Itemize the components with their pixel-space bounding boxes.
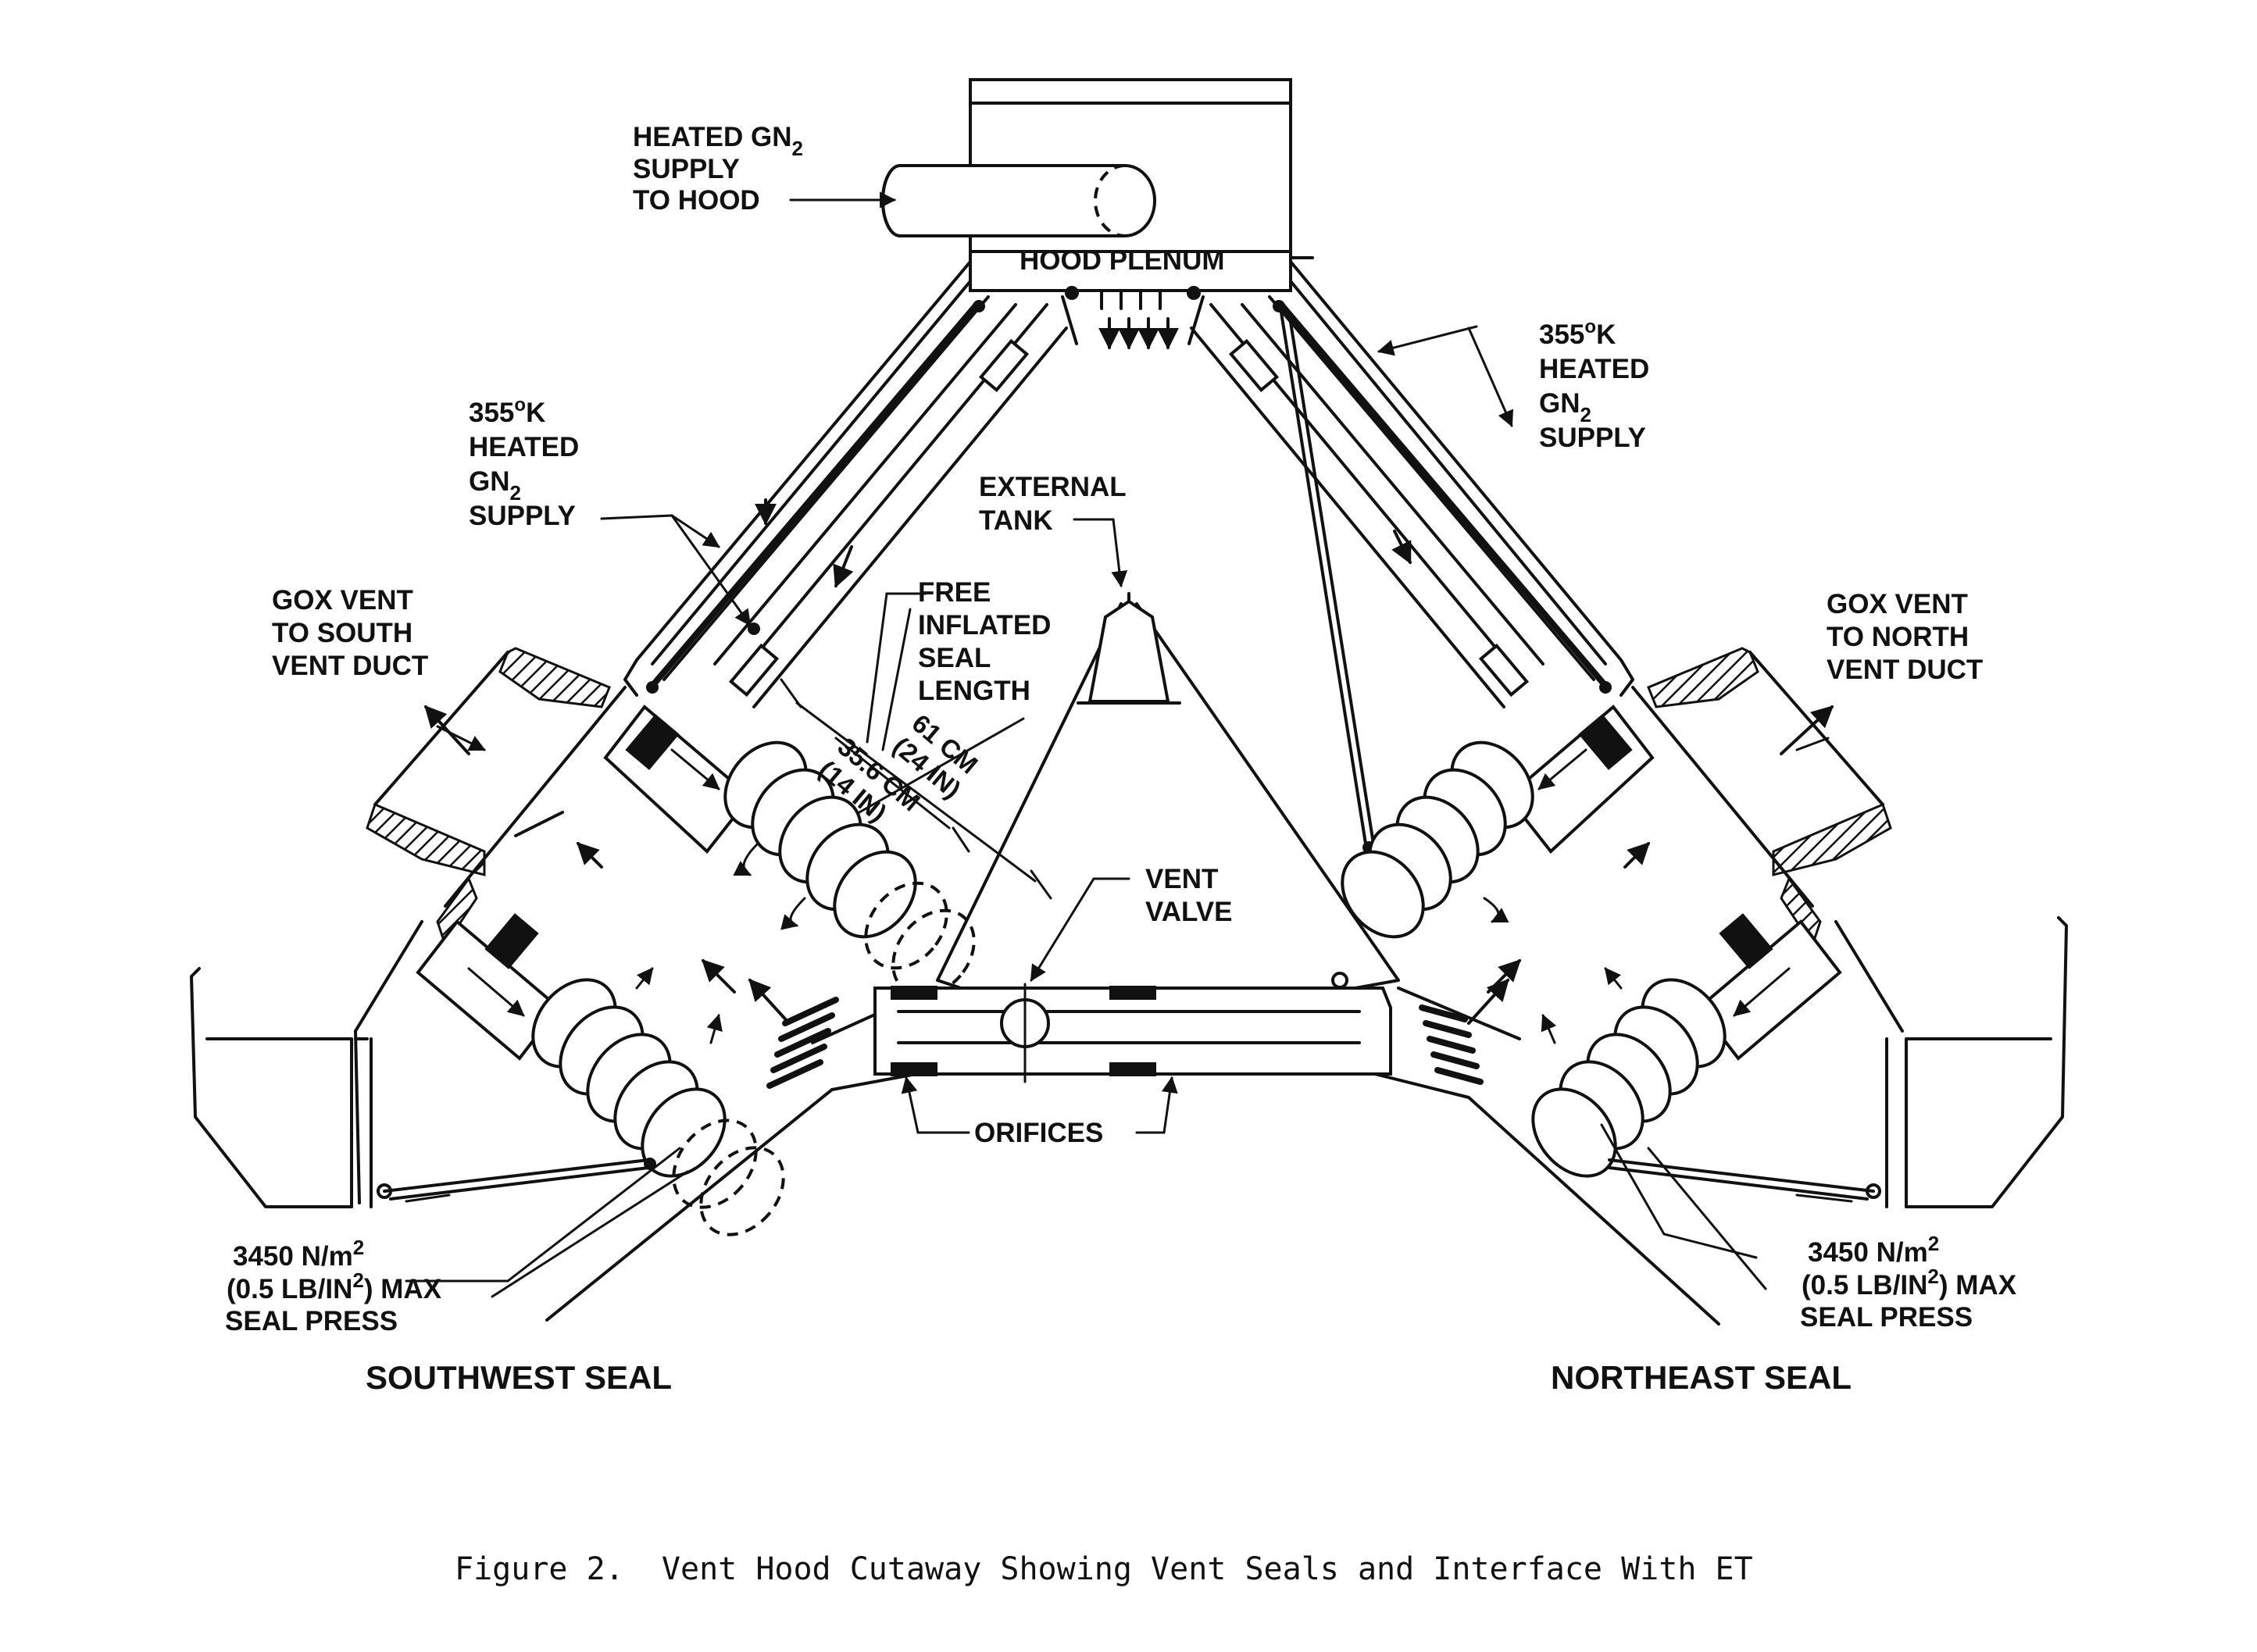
svg-text:3450 N/m2: 3450 N/m2 (1808, 1232, 1939, 1268)
svg-text:VENT DUCT: VENT DUCT (272, 651, 428, 681)
label-northeast-seal: NORTHEAST SEAL (1551, 1359, 1852, 1396)
southwest-base (190, 967, 656, 1208)
svg-text:GOX VENT: GOX VENT (1827, 589, 1968, 619)
vent-slots-right (1419, 1004, 1484, 1085)
svg-text:GN2: GN2 (469, 466, 521, 505)
northeast-upper-seal-housing (1341, 705, 1655, 939)
vent-valve-assembly (873, 972, 1392, 1083)
svg-text:355oK: 355oK (469, 394, 545, 428)
svg-text:TO HOOD: TO HOOD (633, 185, 760, 216)
svg-text:HEATED GN2: HEATED GN2 (633, 122, 803, 160)
svg-text:SUPPLY: SUPPLY (1539, 423, 1646, 453)
svg-text:SUPPLY: SUPPLY (469, 501, 576, 531)
svg-text:HEATED: HEATED (469, 432, 579, 462)
northeast-lower-seal-housing (1531, 913, 1842, 1178)
svg-text:HEATED: HEATED (1539, 354, 1649, 384)
leader-lines (405, 191, 1767, 1298)
svg-text:VENT: VENT (1145, 864, 1218, 894)
label-gox-vent-south: GOX VENT TO SOUTH VENT DUCT (272, 585, 428, 681)
svg-text:TANK: TANK (979, 505, 1053, 536)
svg-text:TO SOUTH: TO SOUTH (272, 618, 412, 648)
north-vent-duct (1467, 647, 1904, 1033)
svg-text:GN2: GN2 (1539, 388, 1591, 426)
northeast-base (1608, 916, 2068, 1208)
gn2-supply-pipe (881, 164, 1156, 237)
label-southwest-seal: SOUTHWEST SEAL (366, 1359, 672, 1396)
label-vent-valve: VENT VALVE (1145, 864, 1233, 927)
figure-caption: Figure 2. Vent Hood Cutaway Showing Vent… (455, 1551, 1753, 1587)
plenum-nozzles (1061, 286, 1205, 350)
svg-text:LENGTH: LENGTH (918, 676, 1030, 706)
svg-text:(0.5 LB/IN2) MAX: (0.5 LB/IN2) MAX (1802, 1265, 2017, 1301)
southwest-lower-seal-housing (416, 913, 785, 1236)
svg-text:VENT DUCT: VENT DUCT (1827, 655, 1983, 685)
svg-text:355oK: 355oK (1539, 316, 1616, 350)
seal-length-dimension (780, 608, 1052, 900)
svg-text:(0.5 LB/IN2) MAX: (0.5 LB/IN2) MAX (227, 1268, 442, 1304)
svg-text:SEAL: SEAL (918, 643, 991, 673)
svg-text:SUPPLY: SUPPLY (633, 154, 740, 184)
southwest-upper-seal-housing (603, 705, 752, 854)
label-gn2-supply-to-hood: HEATED GN2 SUPPLY TO HOOD (633, 122, 803, 216)
svg-text:3450 N/m2: 3450 N/m2 (233, 1236, 364, 1272)
vent-slots-left (766, 997, 839, 1089)
label-gox-vent-north: GOX VENT TO NORTH VENT DUCT (1827, 589, 1983, 685)
label-left-gn2-supply: 355oK HEATED GN2 SUPPLY (469, 394, 579, 531)
label-orifices: ORIFICES (974, 1118, 1103, 1148)
label-external-tank: EXTERNAL TANK (979, 472, 1127, 536)
label-free-inflated-seal-length: FREE INFLATED SEAL LENGTH (918, 577, 1051, 706)
southwest-upper-seal-bellows (723, 740, 976, 997)
label-hood-plenum: HOOD PLENUM (1020, 245, 1225, 276)
svg-text:INFLATED: INFLATED (918, 610, 1051, 640)
southwest-arm (623, 260, 1068, 708)
svg-text:FREE: FREE (918, 577, 991, 608)
label-right-seal-pressure: 3450 N/m2 (0.5 LB/IN2) MAX SEAL PRESS (1800, 1232, 2017, 1333)
svg-text:VALVE: VALVE (1145, 897, 1233, 927)
northeast-arm (1190, 260, 1634, 854)
svg-text:SEAL PRESS: SEAL PRESS (225, 1306, 398, 1336)
svg-text:EXTERNAL: EXTERNAL (979, 472, 1127, 502)
svg-text:TO NORTH: TO NORTH (1827, 622, 1969, 652)
svg-text:SEAL PRESS: SEAL PRESS (1800, 1302, 1973, 1333)
label-right-gn2-supply: 355oK HEATED GN2 SUPPLY (1539, 316, 1649, 453)
svg-text:GOX VENT: GOX VENT (272, 585, 413, 615)
external-tank (545, 592, 1720, 1326)
label-left-seal-pressure: 3450 N/m2 (0.5 LB/IN2) MAX SEAL PRESS (225, 1236, 442, 1336)
